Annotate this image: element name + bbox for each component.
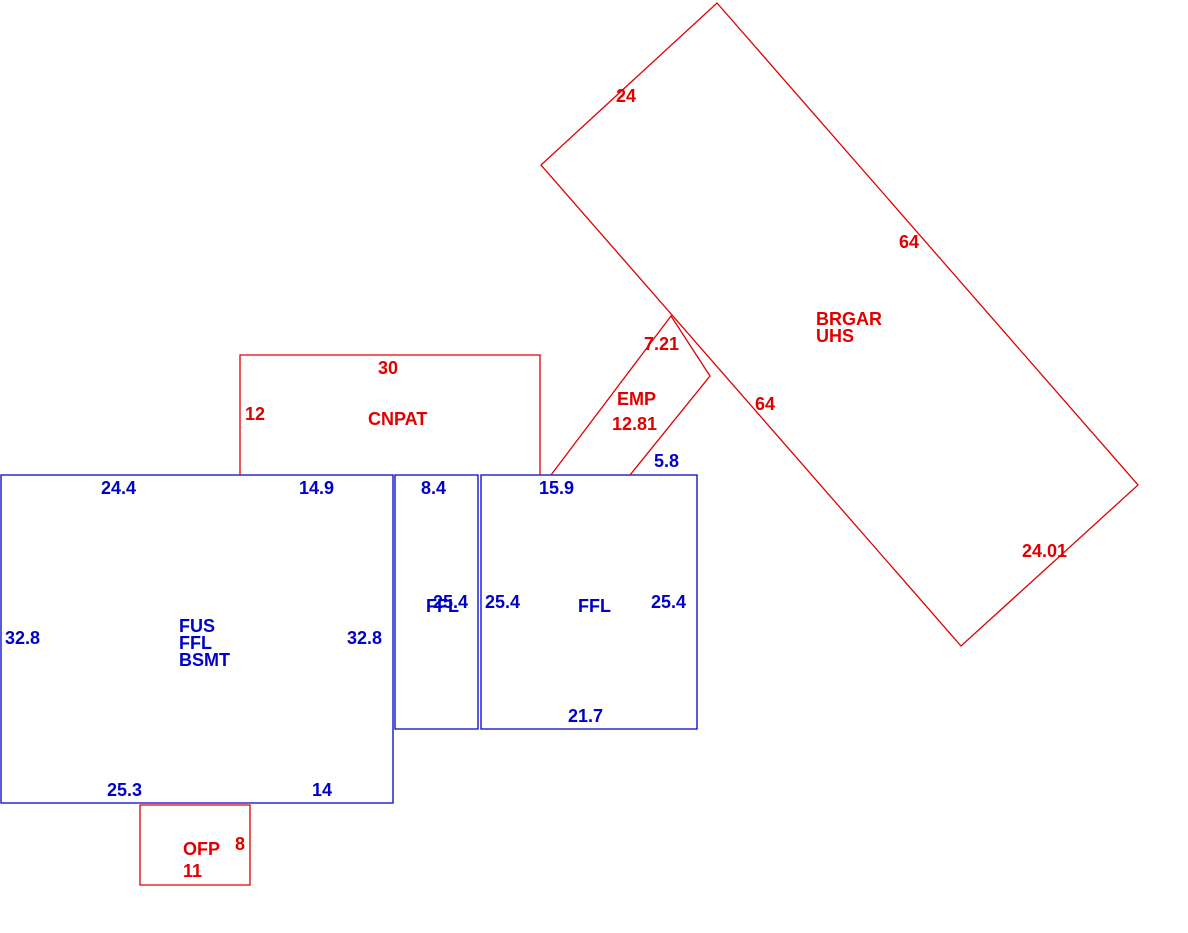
cnpat-dim-top: 30: [378, 358, 398, 378]
main-area-outline: [0, 474, 394, 804]
garage-dim-bottom-right: 24.01: [1022, 541, 1067, 561]
cnpat-label: CNPAT: [368, 409, 427, 429]
garage-dim-top-left: 24: [616, 86, 636, 106]
main-dim-top-left: 24.4: [101, 478, 136, 498]
ofp-label: OFP: [183, 839, 220, 859]
east-dim-left: 25.4: [485, 592, 520, 612]
garage-dim-top-right: 64: [899, 232, 919, 252]
emp-outline: [550, 314, 711, 476]
main-dim-top-right: 14.9: [299, 478, 334, 498]
emp-label: EMP: [617, 389, 656, 409]
cnpat-outline: [239, 354, 541, 475]
strip-dim-top: 8.4: [421, 478, 446, 498]
garage-dim-bottom-left: 64: [755, 394, 775, 414]
main-area-label-3: BSMT: [179, 650, 230, 670]
main-dim-left: 32.8: [5, 628, 40, 648]
east-dim-right: 25.4: [651, 592, 686, 612]
garage-label-1: BRGAR: [816, 309, 882, 329]
emp-dim-side: 12.81: [612, 414, 657, 434]
main-area-label-1: FUS: [179, 616, 215, 636]
garage-outline: [540, 2, 1139, 647]
ofp-dim-bottom: 11: [183, 861, 202, 881]
cnpat-dim-left: 12: [245, 404, 265, 424]
east-dim-bottom: 21.7: [568, 706, 603, 726]
strip-area-label: FFL: [426, 596, 459, 616]
main-dim-bottom-right: 14: [312, 780, 332, 800]
emp-dim-top: 7.21: [644, 334, 679, 354]
main-area-label-2: FFL: [179, 633, 212, 653]
east-area-outline: [480, 474, 698, 730]
ofp-dim-side: 8: [235, 834, 245, 854]
strip-area-outline: [394, 474, 479, 730]
strip-dim-side: 25.4: [433, 592, 468, 612]
east-dim-top: 15.9: [539, 478, 574, 498]
garage-label-2: UHS: [816, 326, 854, 346]
main-dim-bottom-left: 25.3: [107, 780, 142, 800]
ofp-outline: [139, 804, 251, 886]
east-dim-step: 5.8: [654, 451, 679, 471]
east-area-label: FFL: [578, 596, 611, 616]
main-dim-right: 32.8: [347, 628, 382, 648]
